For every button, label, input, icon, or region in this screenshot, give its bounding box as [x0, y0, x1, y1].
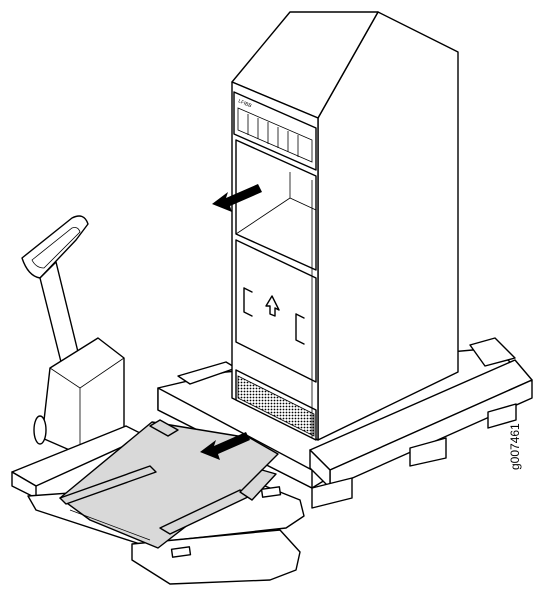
panel-brand-label: LFIBB [237, 98, 253, 109]
router-chassis: LFIBB [231, 11, 459, 441]
pallet-jack [11, 215, 305, 585]
figure-id-label: g007461 [508, 423, 522, 470]
arrow-left-icon [212, 184, 262, 212]
arrow-left-icon [200, 432, 250, 460]
